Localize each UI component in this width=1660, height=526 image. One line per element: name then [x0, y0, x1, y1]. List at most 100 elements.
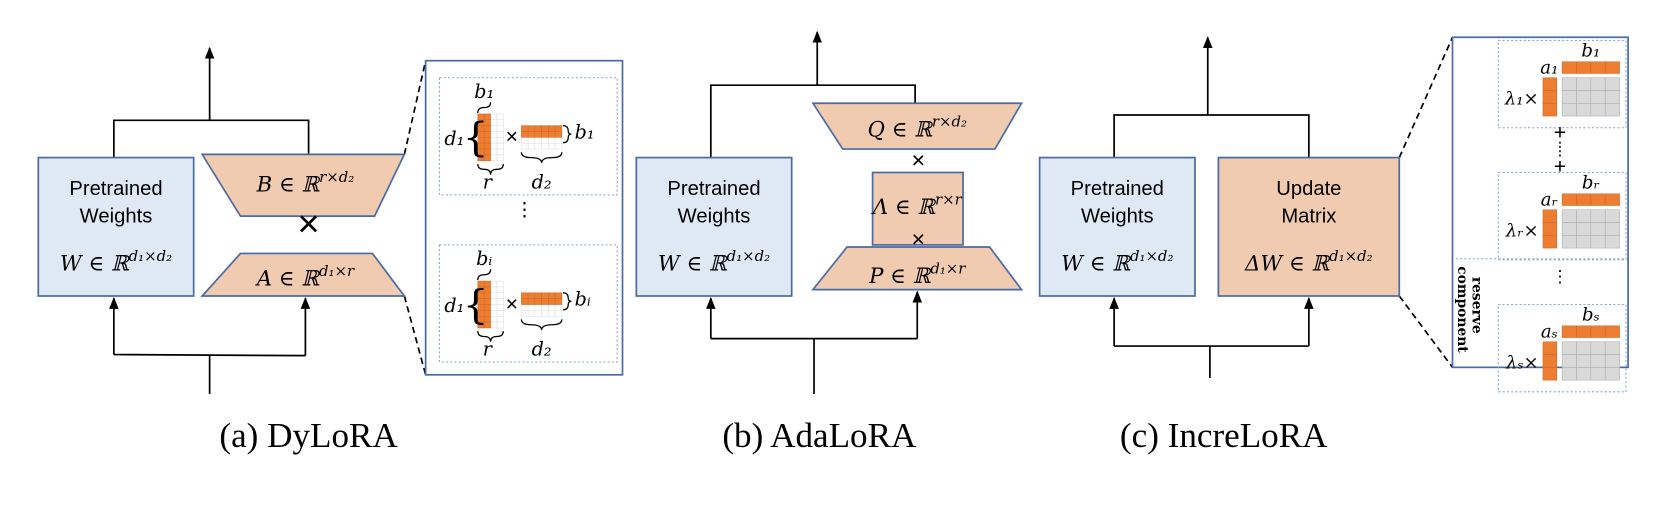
row-label-a: aᵣ: [1541, 189, 1558, 210]
lambda-math-label: Λ ∈ ℝr×r: [871, 190, 963, 220]
orange-cell: [534, 298, 542, 305]
frozen-cell: [1576, 103, 1592, 117]
box-label: Matrix: [1281, 206, 1336, 228]
component-label: component: [1454, 266, 1470, 353]
orange-cell: [548, 125, 556, 132]
row-label-lambda: λ₁×: [1504, 88, 1539, 109]
brace-icon: [562, 292, 572, 311]
b-vector-cell: [1590, 325, 1606, 338]
orange-cell: [541, 292, 549, 299]
multiply-sign: ×: [911, 147, 925, 173]
grid-cell: [496, 113, 504, 121]
reserve-label: reserve: [1469, 277, 1485, 334]
plus-sign: +: [1554, 120, 1566, 144]
orange-cell: [521, 125, 529, 132]
frozen-cell: [1590, 367, 1606, 381]
frozen-cell: [1604, 90, 1620, 104]
frozen-cell: [1604, 341, 1620, 355]
frozen-cell: [1576, 90, 1592, 104]
caption-increlora: (c) IncreLoRA: [1120, 416, 1328, 455]
grid-cell: [496, 292, 504, 299]
grid-cell: [541, 142, 549, 150]
grid-cell: [490, 137, 498, 144]
b-math-label: B ∈ ℝr×d₂: [256, 168, 355, 198]
frozen-cell: [1576, 222, 1592, 236]
grid-cell: [490, 125, 498, 132]
grid-cell: [490, 113, 498, 121]
pretrained-weights-box: [1038, 156, 1196, 297]
box-label: Pretrained: [69, 178, 162, 200]
grid-cell: [521, 310, 529, 317]
frozen-cell: [1576, 209, 1592, 223]
b-vector-cell: [1604, 193, 1620, 206]
brace-icon: {: [463, 280, 489, 328]
orange-cell: [521, 298, 529, 305]
orange-cell: [554, 298, 563, 305]
row-label-bottom_right: d₂: [532, 338, 552, 361]
multiply-sign: ×: [506, 292, 518, 316]
row-label-top: b₁: [474, 80, 494, 103]
row-label-a: aₛ: [1541, 322, 1558, 343]
frozen-cell: [1576, 235, 1592, 249]
plus-sign: +: [1554, 155, 1566, 179]
q-math-label: Q ∈ ℝr×d₂: [868, 113, 967, 143]
frozen-cell: [1590, 90, 1606, 104]
frozen-cell: [1561, 77, 1577, 91]
grid-cell: [554, 142, 563, 150]
orange-cell: [534, 125, 542, 132]
grid-cell: [541, 137, 549, 144]
grid-cell: [548, 310, 556, 317]
row-dashed-box: [438, 77, 618, 196]
orange-cell: [554, 292, 563, 299]
row-label-b: bᵣ: [1582, 172, 1600, 193]
panel-adalora: [706, 30, 923, 394]
lambda-matrix-box: [871, 171, 964, 246]
grid-cell: [496, 304, 504, 311]
grid-cell: [554, 304, 563, 311]
p-matrix-trapezoid: [811, 246, 1024, 291]
box-label: Weights: [678, 206, 751, 228]
grid-cell: [534, 310, 542, 317]
b-vector-cell: [1604, 61, 1620, 74]
grid-cell: [541, 310, 549, 317]
orange-cell: [554, 125, 563, 132]
a-matrix-trapezoid: [200, 252, 407, 297]
orange-cell: [527, 298, 536, 305]
row-label-b: bₛ: [1582, 304, 1600, 325]
b-vector-cell: [1604, 325, 1620, 338]
frozen-cell: [1561, 209, 1577, 223]
frozen-cell: [1590, 354, 1606, 368]
row-dashed-box: [438, 244, 618, 363]
frozen-cell: [1604, 235, 1620, 249]
grid-cell: [554, 137, 563, 144]
input-split-line: [113, 353, 306, 357]
grid-cell: [490, 298, 498, 305]
zoom-dashed-line: [403, 60, 427, 155]
orange-cell: [548, 298, 556, 305]
frozen-cell: [1604, 367, 1620, 381]
row-label-bottom_left: r: [483, 338, 494, 361]
update-matrix-box: [1217, 156, 1401, 297]
grid-cell: [490, 321, 498, 329]
row-label-right: b₁: [575, 120, 595, 143]
row-label-b: b₁: [1581, 40, 1600, 61]
grid-cell: [496, 119, 504, 126]
brace-icon: [477, 102, 492, 113]
a-vector-cell: [1542, 103, 1558, 117]
frozen-cell: [1561, 103, 1577, 117]
grid-cell: [490, 131, 498, 138]
b-vector-cell: [1561, 325, 1577, 338]
grid-cell: [521, 137, 529, 144]
orange-cell: [534, 131, 542, 138]
w-math-label: W ∈ ℝd₁×d₂: [1061, 247, 1173, 277]
a-vector-cell: [1542, 77, 1558, 91]
row-label-bottom_left: r: [483, 170, 494, 193]
orange-cell: [554, 131, 563, 138]
multiply-sign: ×: [911, 226, 925, 252]
grid-cell: [496, 125, 504, 132]
grid-cell: [496, 298, 504, 305]
frozen-cell: [1604, 209, 1620, 223]
w-math-label: W ∈ ℝd₁×d₂: [60, 247, 172, 277]
